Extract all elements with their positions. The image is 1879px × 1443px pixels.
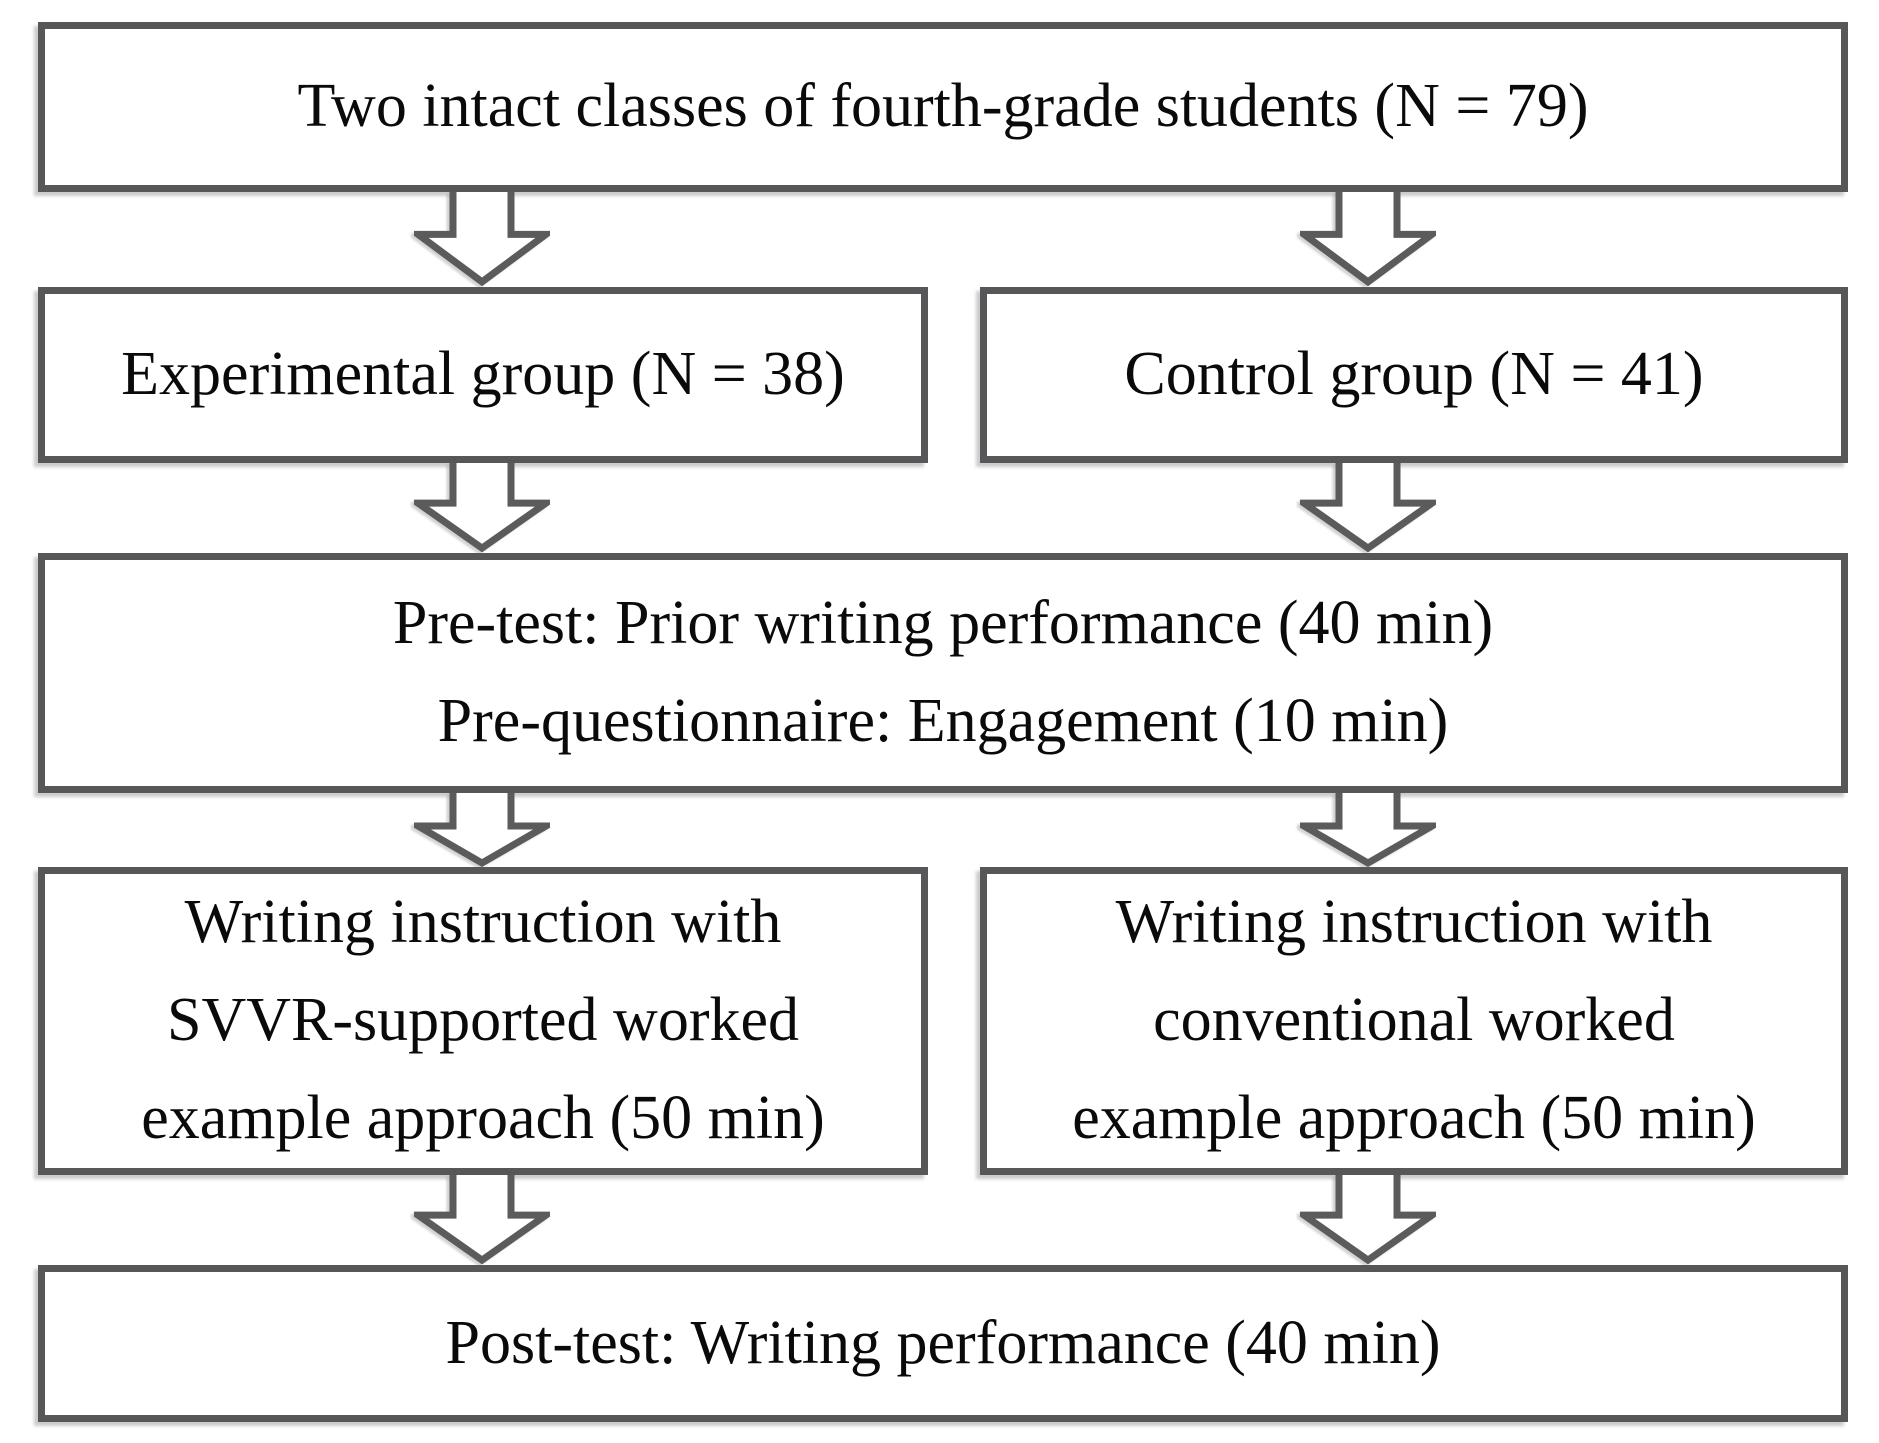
box-conventional-instruction: Writing instruction with conventional wo… (980, 867, 1848, 1175)
box-svvr-instruction-line3: example approach (50 min) (141, 1083, 825, 1152)
box-population: Two intact classes of fourth-grade stude… (38, 22, 1848, 192)
box-pretest-line1: Pre-test: Prior writing performance (40 … (392, 589, 1494, 658)
down-arrow-icon (414, 1175, 550, 1265)
box-control-group-label: Control group (N = 41) (1124, 340, 1704, 409)
down-arrow-icon (1300, 463, 1436, 553)
down-arrow-icon (414, 793, 550, 867)
box-pretest: Pre-test: Prior writing performance (40 … (38, 553, 1848, 793)
box-conventional-instruction-line2: conventional worked (1153, 986, 1675, 1055)
box-experimental-group-label: Experimental group (N = 38) (121, 340, 845, 409)
box-svvr-instruction-line1: Writing instruction with (184, 888, 782, 957)
box-population-label: Two intact classes of fourth-grade stude… (297, 72, 1589, 141)
down-arrow-icon (1300, 793, 1436, 867)
box-conventional-instruction-line3: example approach (50 min) (1072, 1083, 1756, 1152)
box-conventional-instruction-line1: Writing instruction with (1115, 888, 1713, 957)
down-arrow-icon (1300, 1175, 1436, 1265)
down-arrow-icon (414, 192, 550, 287)
box-svvr-instruction-line2: SVVR-supported worked (167, 986, 799, 1055)
box-control-group: Control group (N = 41) (980, 287, 1848, 463)
box-svvr-instruction: Writing instruction with SVVR-supported … (38, 867, 928, 1175)
box-experimental-group: Experimental group (N = 38) (38, 287, 928, 463)
down-arrow-icon (414, 463, 550, 553)
box-pretest-line2: Pre-questionnaire: Engagement (10 min) (437, 687, 1449, 755)
box-posttest: Post-test: Writing performance (40 min) (38, 1265, 1848, 1422)
box-posttest-label: Post-test: Writing performance (40 min) (445, 1308, 1441, 1377)
down-arrow-icon (1300, 192, 1436, 287)
